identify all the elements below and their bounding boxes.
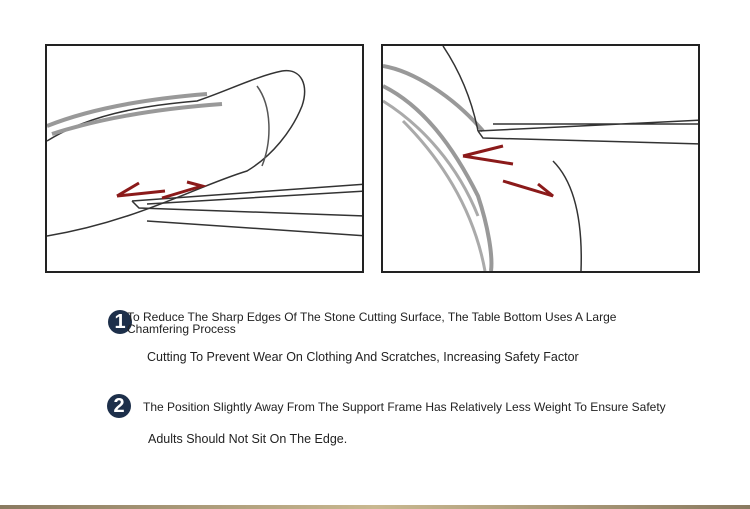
step-1-badge: 1: [108, 310, 132, 334]
point-1-line-1: To Reduce The Sharp Edges Of The Stone C…: [127, 310, 617, 324]
bottom-edge-strip: [0, 505, 750, 509]
point-2-heading: The Position Slightly Away From The Supp…: [143, 400, 666, 414]
point-1-description: Cutting To Prevent Wear On Clothing And …: [147, 350, 579, 364]
point-1-heading: To Reduce The Sharp Edges Of The Stone C…: [127, 311, 616, 335]
illustration-arm-on-table-edge: [45, 44, 364, 273]
step-2-badge: 2: [107, 394, 131, 418]
point-2-description: Adults Should Not Sit On The Edge.: [148, 432, 348, 446]
arm-sketch: [47, 70, 362, 237]
illustration-knee-on-table-edge: [381, 44, 700, 273]
point-1-line-2: Chamfering Process: [127, 322, 236, 336]
knee-sketch: [383, 46, 698, 271]
